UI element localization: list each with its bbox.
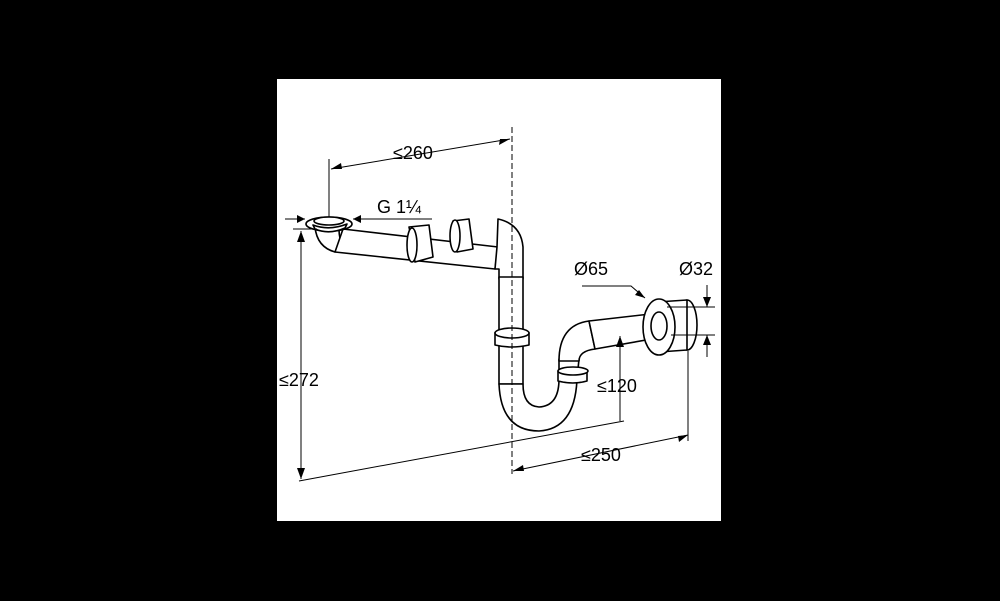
dim-width-bottom-label: ≤250 <box>581 445 621 465</box>
dim-height-label: ≤272 <box>279 370 319 390</box>
dim-outlet-height-label: ≤120 <box>597 376 637 396</box>
dimension-width-bottom: ≤250 <box>512 351 689 472</box>
u-trap <box>498 378 578 432</box>
diameter-wall-label: Ø65 <box>574 259 608 279</box>
wall-rosette <box>642 298 698 356</box>
slip-nuts <box>406 218 589 384</box>
diameter-wall-callout: Ø65 <box>574 259 646 299</box>
diameter-outlet-callout: Ø32 <box>667 259 715 357</box>
inlet-tailpiece <box>305 216 353 233</box>
dimension-height: ≤272 <box>279 228 625 482</box>
dimension-width-top: ≤260 <box>328 138 511 217</box>
siphon-pipe <box>314 218 664 432</box>
siphon-drawing: ≤260 G 1¼ ≤272 Ø65 <box>279 127 715 482</box>
thread-callout: G 1¼ <box>285 197 432 223</box>
dim-width-top-label: ≤260 <box>393 143 433 163</box>
upper-bend <box>494 218 524 280</box>
diameter-outlet-label: Ø32 <box>679 259 713 279</box>
dimension-outlet-height: ≤120 <box>597 336 637 421</box>
thread-label: G 1¼ <box>377 197 422 217</box>
drawing-panel: ≤260 G 1¼ ≤272 Ø65 <box>277 79 721 521</box>
